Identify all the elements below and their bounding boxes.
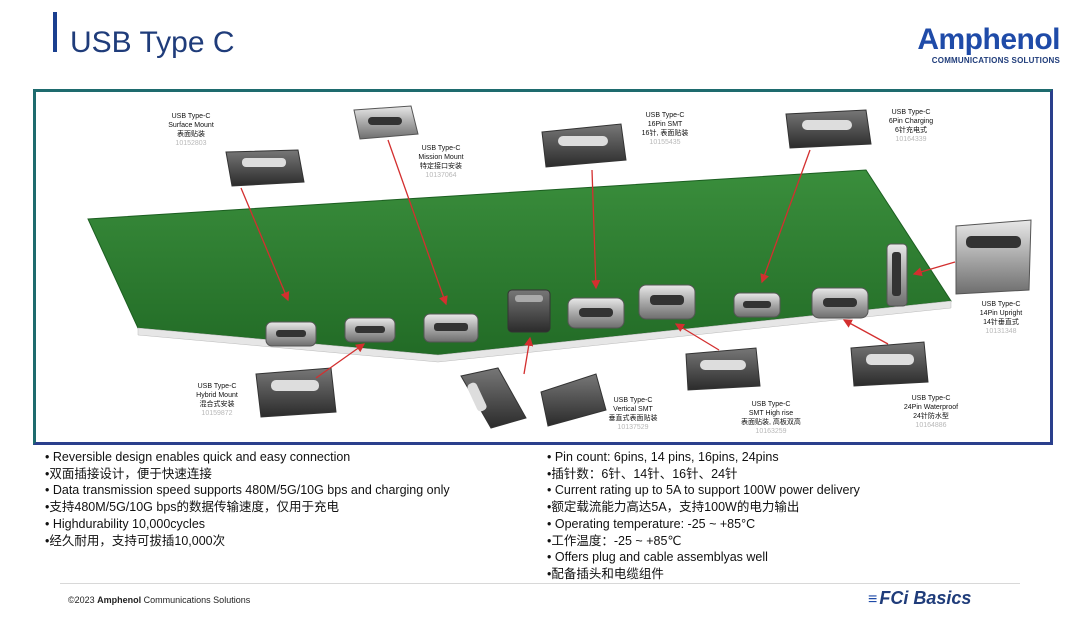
pcb-board	[87, 169, 952, 363]
logo-tagline: COMMUNICATIONS SOLUTIONS	[931, 56, 1060, 65]
feature-item: •经久耐用，支持可拔插10,000次	[45, 533, 226, 548]
board-connector-4	[507, 289, 551, 333]
feature-item: • Highdurability 10,000cycles	[45, 516, 206, 531]
floating-connector-24pin-waterproof	[850, 341, 929, 387]
feature-item: •支持480M/5G/10G bps的数据传输速度，仅用于充电	[45, 500, 340, 515]
feature-item: •双面插接设计，便于快速连接	[45, 466, 212, 481]
pcb-illustration	[87, 105, 1032, 429]
board-connector-3	[423, 313, 479, 343]
page-title: USB Type C	[70, 26, 235, 59]
feature-item: •额定载流能力高达5A，支持100W的电力输出	[547, 500, 800, 515]
feature-item: • Reversible design enables quick and ea…	[45, 450, 351, 464]
board-connector-6	[638, 284, 696, 320]
feature-item: • Current rating up to 5A to support 100…	[547, 483, 860, 498]
floating-connector-6pin-charging	[785, 109, 872, 149]
footer-divider	[60, 583, 1020, 584]
floating-connector-16pin-smt	[541, 123, 627, 168]
floating-connector-smt-high-rise	[685, 347, 761, 391]
floating-connector-vertical-smt-1	[460, 367, 527, 429]
floating-connector-hybrid-mount	[255, 367, 337, 418]
board-connector-5	[567, 297, 625, 329]
features-left-list: • Reversible design enables quick and ea…	[45, 449, 450, 549]
feature-item: • Operating temperature: -25 ~ +85°C	[547, 516, 756, 531]
feature-item: •插针数：6针、14针、16针、24针	[547, 466, 738, 481]
board-connector-7	[733, 292, 781, 318]
features-right-list: • Pin count: 6pins, 14 pins, 16pins, 24p…	[547, 449, 860, 583]
board-connector-1	[265, 321, 317, 347]
title-accent-bar	[53, 12, 57, 52]
feature-item: • Offers plug and cable assemblyas well	[547, 550, 768, 565]
floating-connector-mission-mount	[353, 105, 419, 140]
floating-connector-vertical-smt-2	[540, 373, 607, 427]
copyright-text: ©2023 Amphenol Communications Solutions	[68, 595, 251, 605]
feature-item: • Pin count: 6pins, 14 pins, 16pins, 24p…	[547, 450, 779, 464]
callout-arrows	[240, 139, 956, 379]
feature-item: • Data transmission speed supports 480M/…	[45, 483, 450, 498]
fci-basics-logo: ≡FCi Basics	[868, 588, 972, 608]
fci-mark-icon: ≡	[868, 591, 878, 608]
board-connector-8	[811, 287, 869, 319]
logo-wordmark: Amphenol	[917, 23, 1060, 56]
floating-connector-14pin-upright	[955, 219, 1032, 295]
feature-item: •配备插头和电缆组件	[547, 566, 664, 581]
amphenol-logo: Amphenol COMMUNICATIONS SOLUTIONS	[917, 23, 1060, 66]
board-connector-2	[344, 317, 396, 343]
board-connector-9	[886, 243, 908, 307]
floating-connector-surface-mount	[225, 149, 305, 187]
feature-item: •工作温度：-25 ~ +85℃	[547, 533, 682, 548]
